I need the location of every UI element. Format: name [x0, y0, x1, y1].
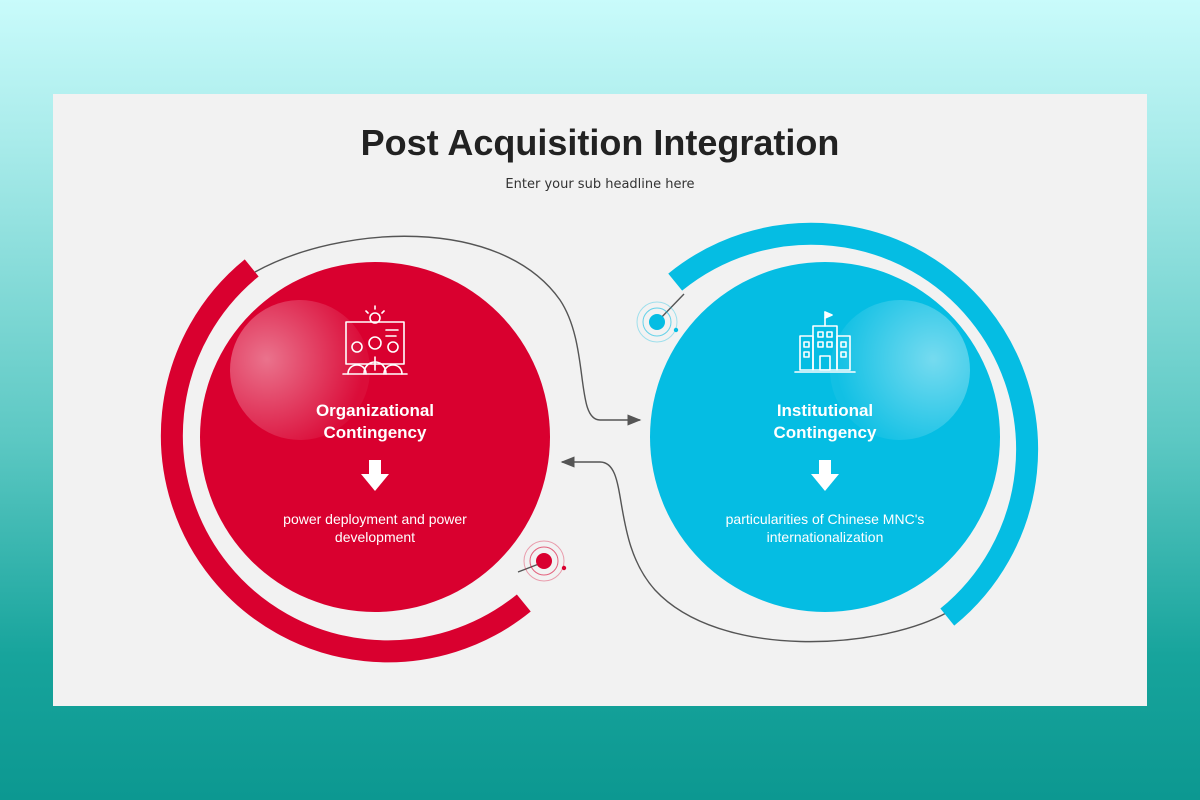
institutional-node — [636, 222, 1039, 626]
institutional-title: Institutional Contingency — [773, 401, 877, 442]
office-building-icon — [794, 311, 856, 373]
institutional-outer-arc — [668, 222, 1039, 626]
organizational-gloss — [230, 300, 370, 440]
slide-subtitle: Enter your sub headline here — [505, 177, 695, 192]
institutional-description: particularities of Chinese MNC's interna… — [725, 511, 925, 545]
organizational-outer-arc — [160, 259, 531, 663]
organizational-description: power deployment and power development — [283, 511, 467, 545]
organizational-title: Organizational Contingency — [315, 401, 435, 442]
organizational-target-marker — [523, 540, 567, 582]
institutional-gloss — [830, 300, 970, 440]
down-arrow-icon — [361, 460, 389, 491]
connector-arc-bottom — [560, 456, 949, 643]
down-arrow-icon — [811, 460, 839, 491]
connector-arc-top — [254, 235, 642, 426]
institutional-target-marker — [636, 301, 679, 343]
slide-title: Post Acquisition Integration — [360, 122, 840, 163]
organizational-node — [160, 259, 567, 663]
team-meeting-presentation-icon — [342, 305, 408, 375]
